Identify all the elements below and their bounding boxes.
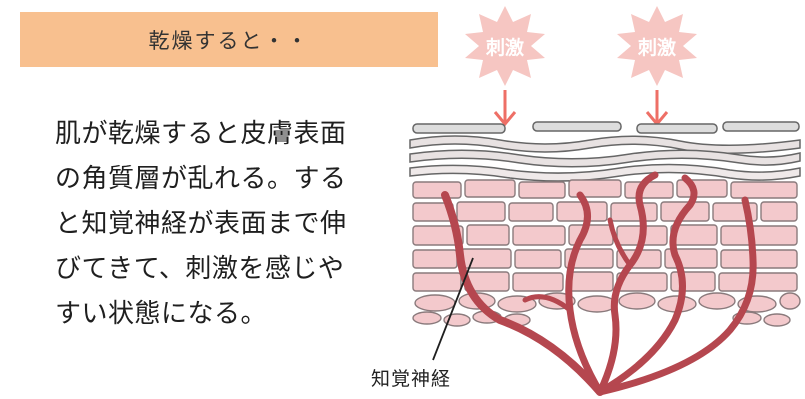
skin-diagram: 刺激 刺激 (409, 6, 801, 396)
stratum-corneum (409, 121, 801, 182)
description-line: 肌が乾燥すると皮膚表面 (55, 119, 347, 149)
nerve-label: 知覚神経 (371, 368, 452, 390)
sensory-nerve (441, 171, 757, 396)
section-header: 乾燥すると・・ (20, 12, 438, 67)
nerve-pointer-line (432, 257, 474, 361)
description-line: すい状態になる。 (55, 299, 268, 329)
stimulus-arrow-right (645, 90, 669, 127)
description-line: と知覚神経が表面まで伸 (55, 209, 347, 239)
section-title: 乾燥すると・・ (148, 28, 310, 53)
description-text: 肌が乾燥すると皮膚表面 の角質層が乱れる。する と知覚神経が表面まで伸 びてきて… (55, 112, 395, 337)
stimulus-arrow-left (493, 90, 517, 127)
stimulus-label-left: 刺激 (486, 36, 524, 59)
stimulus-label-right: 刺激 (638, 36, 676, 59)
stimulus-burst-right: 刺激 (617, 6, 697, 86)
stimulus-burst-left: 刺激 (465, 6, 545, 86)
description-line: の角質層が乱れる。する (55, 164, 347, 194)
description-line: びてきて、刺激を感じや (55, 254, 345, 284)
